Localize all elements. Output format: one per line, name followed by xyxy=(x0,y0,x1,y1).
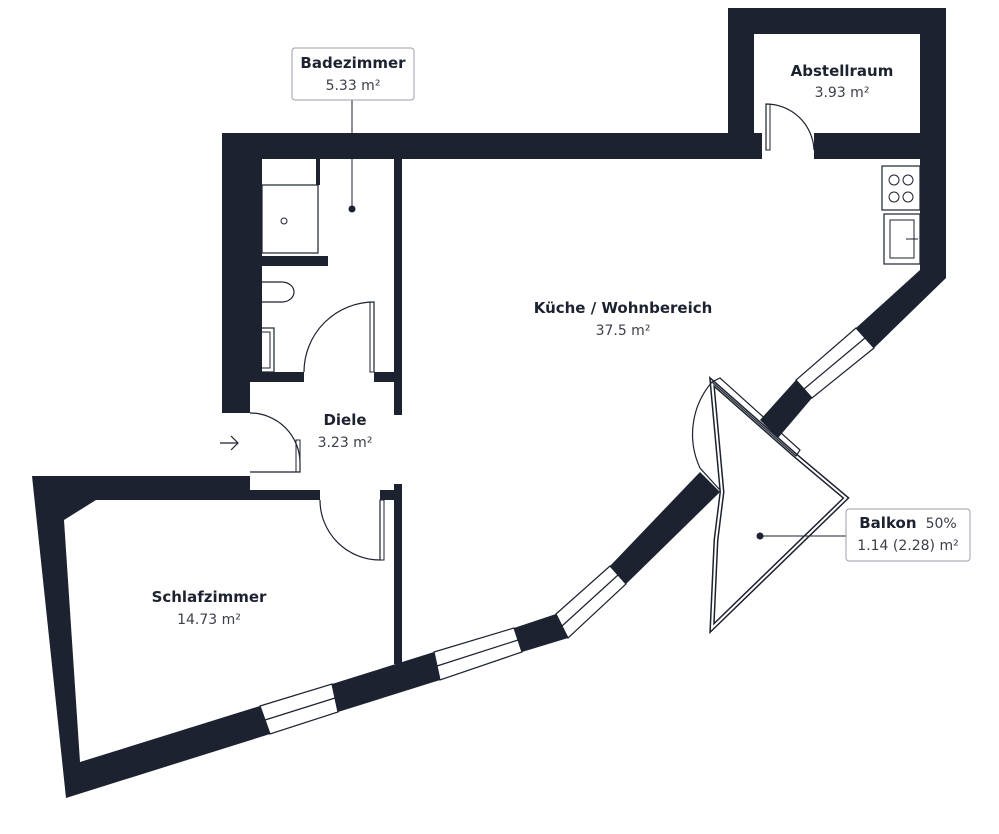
room-name: Badezimmer xyxy=(300,54,406,72)
label-schlafzimmer: Schlafzimmer 14.73 m² xyxy=(152,588,267,628)
room-area: 37.5 m² xyxy=(596,323,651,339)
room-name: Diele xyxy=(323,411,366,429)
room-name: Abstellraum xyxy=(791,62,894,80)
exterior-walls xyxy=(32,8,946,798)
room-share: 50% xyxy=(926,516,957,532)
room-area: 3.93 m² xyxy=(815,85,870,101)
interior-walls xyxy=(250,159,402,664)
room-name: Küche / Wohnbereich xyxy=(534,299,713,317)
room-name: Schlafzimmer xyxy=(152,588,267,606)
room-area: 1.14 (2.28) m² xyxy=(857,538,958,554)
fixtures xyxy=(220,165,921,451)
sink-icon xyxy=(247,327,275,373)
room-area: 3.23 m² xyxy=(318,435,373,451)
room-name: Balkon xyxy=(859,514,916,532)
leader-lines xyxy=(348,100,846,540)
toilet-icon xyxy=(247,279,295,305)
label-kueche: Küche / Wohnbereich 37.5 m² xyxy=(534,299,713,339)
label-diele: Diele 3.23 m² xyxy=(318,411,373,451)
kitchen-sink-icon xyxy=(883,213,921,265)
shower-icon xyxy=(261,184,319,254)
balkon-title: Balkon 50% xyxy=(859,513,956,532)
doors xyxy=(249,103,815,561)
room-area: 5.33 m² xyxy=(326,78,381,94)
room-area: 14.73 m² xyxy=(177,612,241,628)
label-abstellraum: Abstellraum 3.93 m² xyxy=(791,62,894,101)
label-badezimmer: Badezimmer 5.33 m² xyxy=(291,47,415,101)
entrance-arrow-icon xyxy=(220,435,239,451)
cooktop-icon xyxy=(881,165,921,211)
label-balkon: Balkon 50% 1.14 (2.28) m² xyxy=(845,508,971,562)
